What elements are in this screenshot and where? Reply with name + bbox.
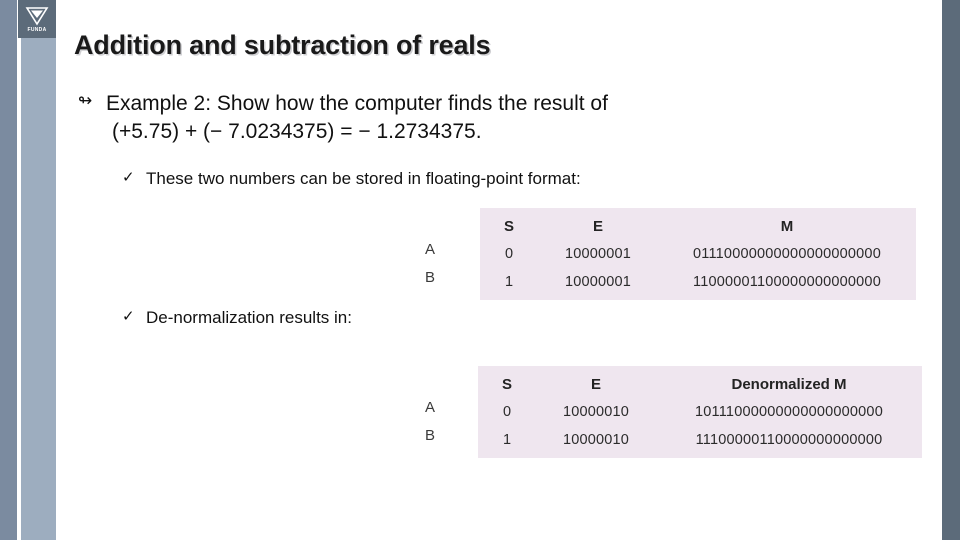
table2-a-mantissa: 10111000000000000000000 [695, 404, 883, 420]
table2-header-row: S E Denormalized M [478, 370, 922, 398]
left-stripe-dark [0, 0, 17, 540]
table1-label-spacer [400, 208, 460, 236]
bullet-floating-point-format: ✓ These two numbers can be stored in flo… [118, 168, 934, 190]
table-denormalized: A B S E Denormalized M 0 10000010 101110… [400, 366, 925, 458]
table1-b-exponent: 10000001 [564, 274, 632, 290]
table1-grid: S E M 0 10000001 01110000000000000000000… [480, 208, 916, 300]
table1-header-row: S E M [480, 212, 916, 240]
table2-b-sign: 1 [502, 432, 512, 448]
table2-row-label-b: B [424, 427, 435, 444]
check-bullet-icon: ✓ [122, 168, 135, 186]
logo-caption: FUNDA [27, 26, 47, 33]
bullet-example-2: ↬ Example 2: Show how the computer finds… [74, 90, 934, 146]
table-row: 0 10000010 10111000000000000000000 [478, 398, 922, 426]
table1-row-labels: A B [400, 208, 460, 292]
table1-a-sign: 0 [504, 246, 514, 262]
table2-a-sign: 0 [502, 404, 512, 420]
table2-label-spacer [400, 366, 460, 394]
table2-grid: S E Denormalized M 0 10000010 1011100000… [478, 366, 922, 458]
bullet-example-2-line1: Example 2: Show how the computer finds t… [106, 92, 608, 115]
left-stripe-light [21, 0, 56, 540]
table2-header-denormalized-m: Denormalized M [731, 375, 847, 393]
bullet-de-normalization: ✓ De-normalization results in: [118, 307, 934, 329]
table1-b-sign: 1 [504, 274, 514, 290]
table2-a-exponent: 10000010 [562, 404, 630, 420]
bullet-de-normalization-label: De-normalization results in: [146, 307, 352, 327]
table2-header-s: S [501, 375, 512, 393]
table1-header-e: E [592, 217, 603, 235]
table-row: 0 10000001 01110000000000000000000 [480, 240, 916, 268]
table2-b-exponent: 10000010 [562, 432, 630, 448]
arrow-bullet-icon: ↬ [78, 91, 93, 110]
triangle-emblem-icon [25, 6, 49, 26]
slide-body: ↬ Example 2: Show how the computer finds… [74, 90, 934, 530]
bullet-floating-point-format-label: These two numbers can be stored in float… [146, 168, 581, 188]
check-bullet-icon: ✓ [122, 307, 135, 325]
table1-row-label-a: A [424, 241, 435, 258]
table2-b-mantissa: 11100000110000000000000 [695, 432, 883, 448]
bullet-example-2-line2: (+5.75) + (− 7.0234375) = − 1.2734375. [112, 119, 482, 143]
table1-a-mantissa: 01110000000000000000000 [693, 246, 881, 262]
table1-row-label-b: B [424, 269, 435, 286]
table2-row-label-a: A [424, 399, 435, 416]
page-title: Addition and subtraction of reals [74, 30, 491, 60]
table1-header-m: M [780, 217, 794, 235]
table2-header-e: E [590, 375, 601, 393]
table-row: 1 10000001 11000001100000000000000 [480, 268, 916, 296]
table2-row-labels: A B [400, 366, 460, 450]
table-row: 1 10000010 11100000110000000000000 [478, 426, 922, 454]
logo: FUNDA [18, 0, 56, 38]
table1-a-exponent: 10000001 [564, 246, 632, 262]
right-stripe [942, 0, 960, 540]
table1-b-mantissa: 11000001100000000000000 [693, 274, 881, 290]
table-floating-point-format: A B S E M 0 10000001 0111000000000000000… [400, 208, 920, 300]
table1-header-s: S [503, 217, 514, 235]
